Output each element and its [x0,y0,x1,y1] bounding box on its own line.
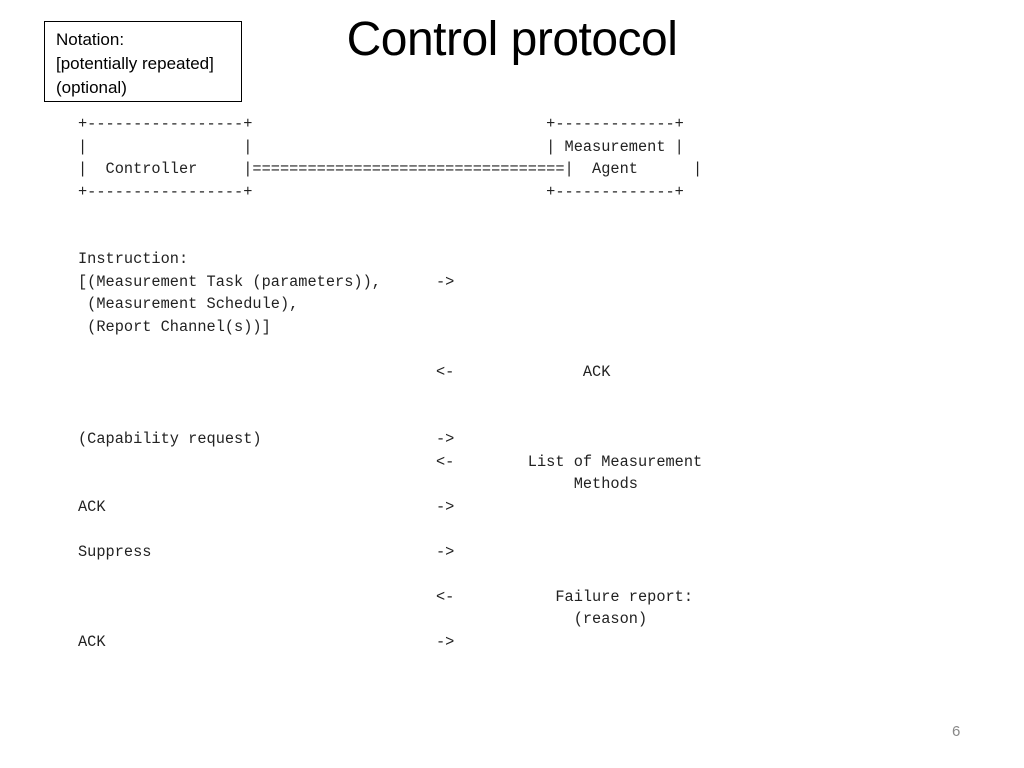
notation-optional: (optional) [56,78,127,97]
notation-legend-box: Notation: [potentially repeated] (option… [44,21,242,102]
slide-title: Control protocol [346,13,678,66]
diagram-line: ACK -> [78,632,455,651]
diagram-line [78,406,702,429]
protocol-diagram: +-----------------+ +-------------+ | | |… [78,113,702,653]
diagram-line: <- List of Measurement [78,452,703,471]
diagram-line: (Capability request) -> [78,430,455,448]
diagram-line: [(Measurement Task (parameters)), -> [78,272,455,291]
diagram-line: (reason) [78,610,648,628]
diagram-line: Instruction: [78,250,189,268]
diagram-line: | Controller |==========================… [78,160,703,178]
diagram-line [78,338,702,361]
diagram-line [78,563,702,586]
diagram-line [78,203,702,226]
diagram-line: <- Failure report: [78,587,694,606]
notation-repeated: [potentially repeated] [56,54,214,73]
diagram-line [78,226,702,249]
page-number: 6 [952,723,961,740]
diagram-line: Suppress -> [78,542,455,561]
diagram-line: <- ACK [78,362,611,381]
diagram-line: (Measurement Schedule), [78,295,299,313]
diagram-line: +-----------------+ +-------------+ [78,182,684,201]
diagram-line [78,383,702,406]
diagram-line: +-----------------+ +-------------+ [78,115,684,133]
diagram-line: ACK -> [78,497,455,516]
diagram-line [78,518,702,541]
diagram-line: Methods [78,475,638,493]
diagram-line: (Report Channel(s))] [78,317,271,336]
notation-heading: Notation: [56,30,125,49]
diagram-line: | | | Measurement | [78,137,684,156]
